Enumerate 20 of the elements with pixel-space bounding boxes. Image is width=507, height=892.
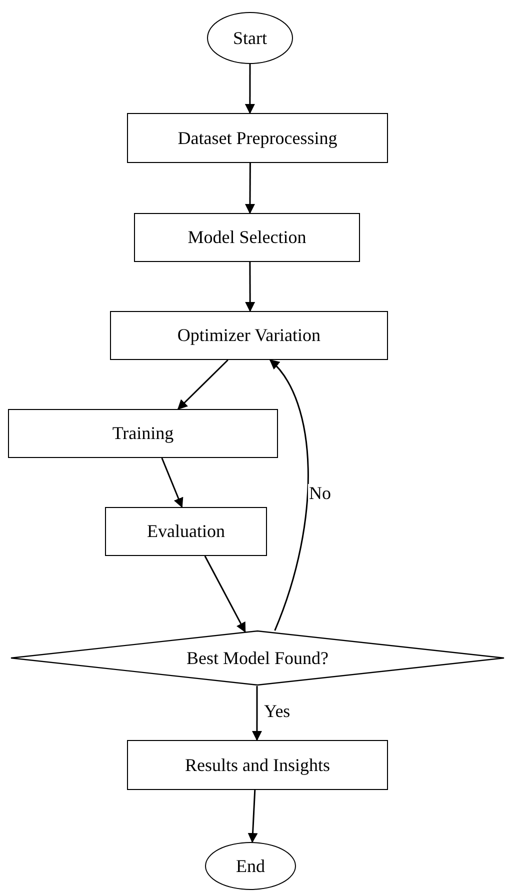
arrow xyxy=(244,64,255,114)
edge-label: Yes xyxy=(263,702,292,720)
arrow xyxy=(244,163,255,214)
arrow xyxy=(245,262,256,312)
arrow xyxy=(252,686,262,741)
arrow xyxy=(177,359,228,410)
process-box: Optimizer Variation xyxy=(110,311,388,360)
process-box: Model Selection xyxy=(134,213,360,262)
edge-label: No xyxy=(308,484,332,502)
process-box: Evaluation xyxy=(105,507,267,556)
process-box: Training xyxy=(8,409,278,458)
arrow xyxy=(269,359,309,631)
process-box: Dataset Preprocessing xyxy=(127,113,388,163)
decision-text: Best Model Found? xyxy=(186,646,328,670)
arrow xyxy=(161,458,184,508)
arrow xyxy=(204,556,246,633)
process-box: Results and Insights xyxy=(127,740,388,790)
arrow xyxy=(248,790,258,843)
terminal-ellipse: Start xyxy=(207,12,293,64)
terminal-ellipse: End xyxy=(205,842,296,890)
